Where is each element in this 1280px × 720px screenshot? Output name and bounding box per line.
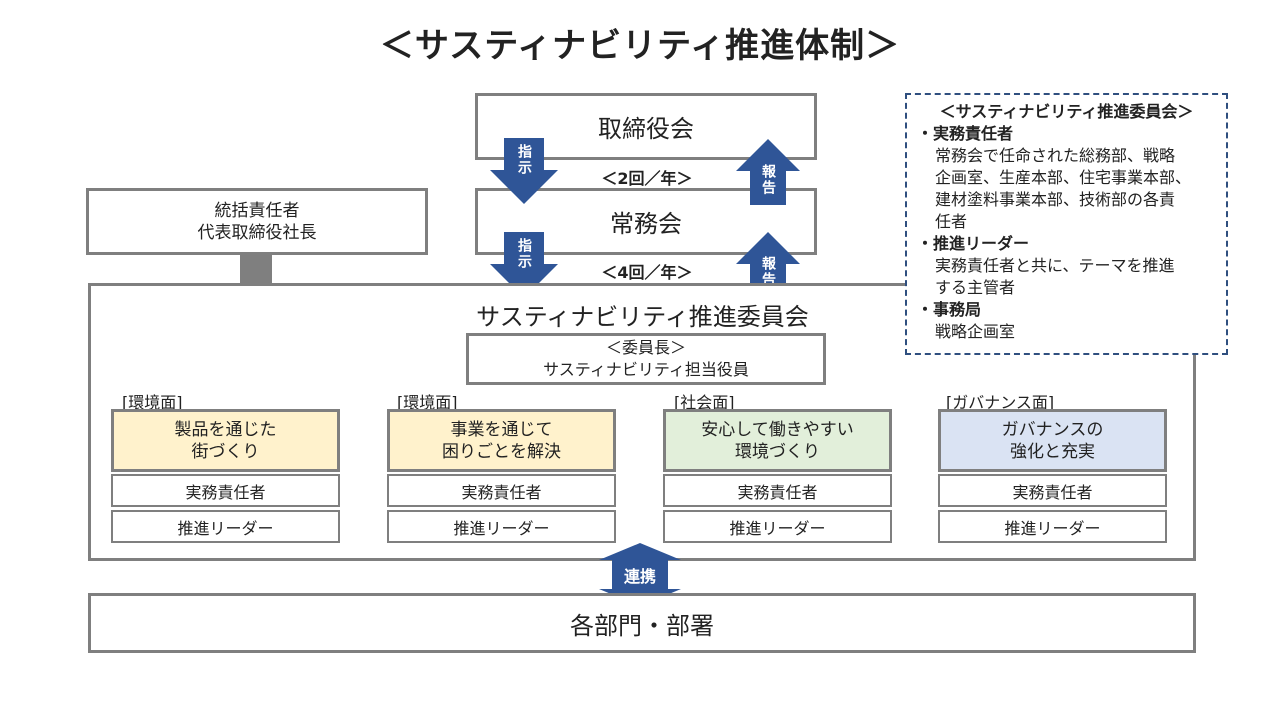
departments-label: 各部門・部署 xyxy=(570,611,714,640)
theme-box: 安心して働きやすい 環境づくり xyxy=(663,409,892,472)
info-desc: 常務会で任命された総務部、戦略 企画室、生産本部、住宅事業本部、 建材塗料事業本… xyxy=(935,146,1192,231)
committee-info-panel: ＜サスティナビリティ推進委員会＞ ・実務責任者 常務会で任命された総務部、戦略 … xyxy=(905,93,1228,355)
category-label: [ガバナンス面] xyxy=(946,393,1055,412)
executive-frequency: ＜4回／年＞ xyxy=(601,263,693,282)
info-term: ・実務責任者 xyxy=(917,124,1014,143)
chair-label: ＜委員長＞ xyxy=(605,338,686,357)
manager-box: 実務責任者 xyxy=(938,474,1167,507)
manager-box: 実務責任者 xyxy=(387,474,616,507)
report-label-1: 報告 xyxy=(760,164,776,196)
chair-role: サスティナビリティ担当役員 xyxy=(543,360,749,379)
instruct-label-1: 指示 xyxy=(516,144,532,176)
leader-box: 推進リーダー xyxy=(387,510,616,543)
instruct-label-2: 指示 xyxy=(516,238,532,270)
theme-box: 事業を通じて 困りごとを解決 xyxy=(387,409,616,472)
info-desc: 実務責任者と共に、テーマを推進 する主管者 xyxy=(935,256,1175,297)
leader-box: 推進リーダー xyxy=(663,510,892,543)
instruct-arrow-shape xyxy=(490,232,558,298)
supervisor-box: 統括責任者 代表取締役社長 xyxy=(86,188,428,255)
board-frequency: ＜2回／年＞ xyxy=(601,169,693,188)
theme-box: 製品を通じた 街づくり xyxy=(111,409,340,472)
report-arrow-2 xyxy=(736,232,800,298)
info-heading: ＜サスティナビリティ推進委員会＞ xyxy=(939,102,1194,121)
category-label: [環境面] xyxy=(122,393,183,412)
link-arrow xyxy=(599,543,681,606)
leader-box: 推進リーダー xyxy=(111,510,340,543)
link-label: 連携 xyxy=(623,567,656,586)
category-label: [社会面] xyxy=(674,393,735,412)
instruct-arrow-shape xyxy=(490,138,558,204)
supervisor-title: 代表取締役社長 xyxy=(197,222,317,243)
supervisor-role: 統括責任者 xyxy=(214,200,300,221)
info-term: ・事務局 xyxy=(917,300,982,319)
instruct-arrow-2 xyxy=(490,232,558,298)
board-label: 取締役会 xyxy=(598,115,694,143)
page-title: ＜サスティナビリティ推進体制＞ xyxy=(379,26,901,66)
leader-box: 推進リーダー xyxy=(938,510,1167,543)
departments-box: 各部門・部署 xyxy=(88,593,1196,653)
instruct-arrow-1 xyxy=(490,138,558,204)
committee-title: サスティナビリティ推進委員会 xyxy=(476,303,809,331)
report-arrow-1 xyxy=(736,139,800,205)
manager-box: 実務責任者 xyxy=(663,474,892,507)
info-desc: 戦略企画室 xyxy=(935,322,1016,341)
committee-chair-box: ＜委員長＞ サスティナビリティ担当役員 xyxy=(466,333,826,385)
link-arrow-shape xyxy=(599,543,681,606)
report-label-2: 報告 xyxy=(760,256,776,288)
supervisor-connector xyxy=(240,255,272,285)
report-arrow-shape xyxy=(736,139,800,205)
info-term: ・推進リーダー xyxy=(917,234,1030,253)
category-label: [環境面] xyxy=(397,393,458,412)
executive-label: 常務会 xyxy=(610,210,682,238)
theme-box: ガバナンスの 強化と充実 xyxy=(938,409,1167,472)
report-arrow-shape xyxy=(736,232,800,298)
manager-box: 実務責任者 xyxy=(111,474,340,507)
